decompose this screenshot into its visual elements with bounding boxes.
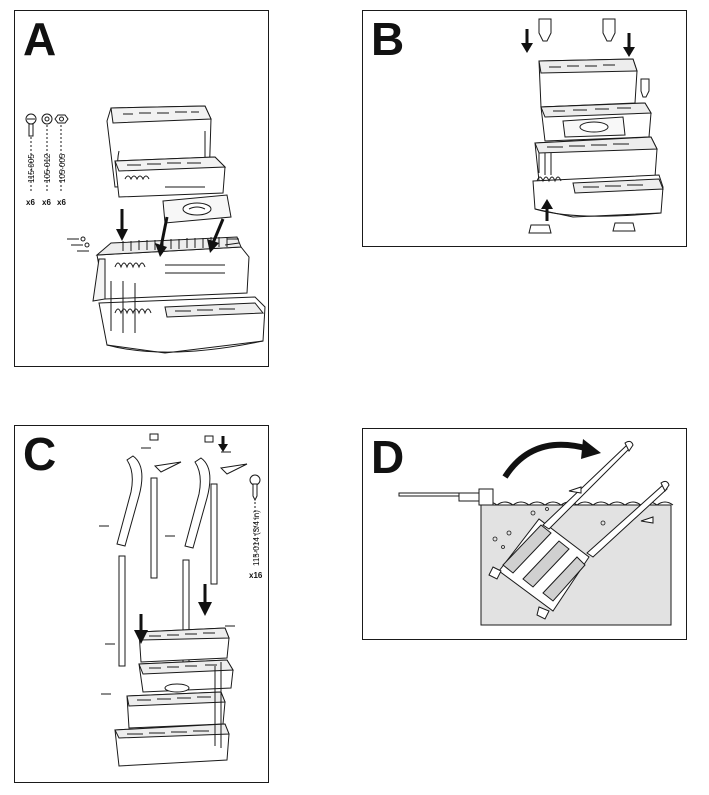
screw-icon [25, 113, 37, 137]
step-a-illustration: 115-005 105-012 105-005 x6 x6 x6 [25, 105, 266, 354]
step-b-letter: B [371, 13, 405, 65]
bracket-icon [538, 18, 650, 100]
wood-screw-icon [249, 474, 261, 502]
step-c-panel: C [14, 425, 269, 783]
step-d-panel: D [362, 428, 687, 640]
part-code-label: 115-014 (3/4 in) [252, 510, 261, 566]
step-d-letter: D [371, 431, 405, 483]
part-qty-label: x6 [57, 198, 66, 207]
step-d-illustration [398, 439, 674, 626]
step-a-panel: A [14, 10, 269, 367]
part-code-label: 115-005 [27, 154, 36, 183]
part-code-label: 105-012 [43, 153, 52, 183]
step-b-panel: B [362, 10, 687, 247]
part-qty-label: x16 [249, 571, 263, 580]
part-qty-label: x6 [42, 198, 51, 207]
part-qty-label: x6 [26, 198, 35, 207]
nut-icon [54, 114, 69, 124]
part-code-label: 105-005 [58, 153, 67, 183]
washer-icon [41, 113, 53, 125]
step-b-illustration [521, 18, 664, 234]
step-c-letter: C [23, 428, 57, 480]
step-a-letter: A [23, 13, 57, 65]
step-c-illustration: 115-014 (3/4 in) x16 [99, 433, 263, 767]
